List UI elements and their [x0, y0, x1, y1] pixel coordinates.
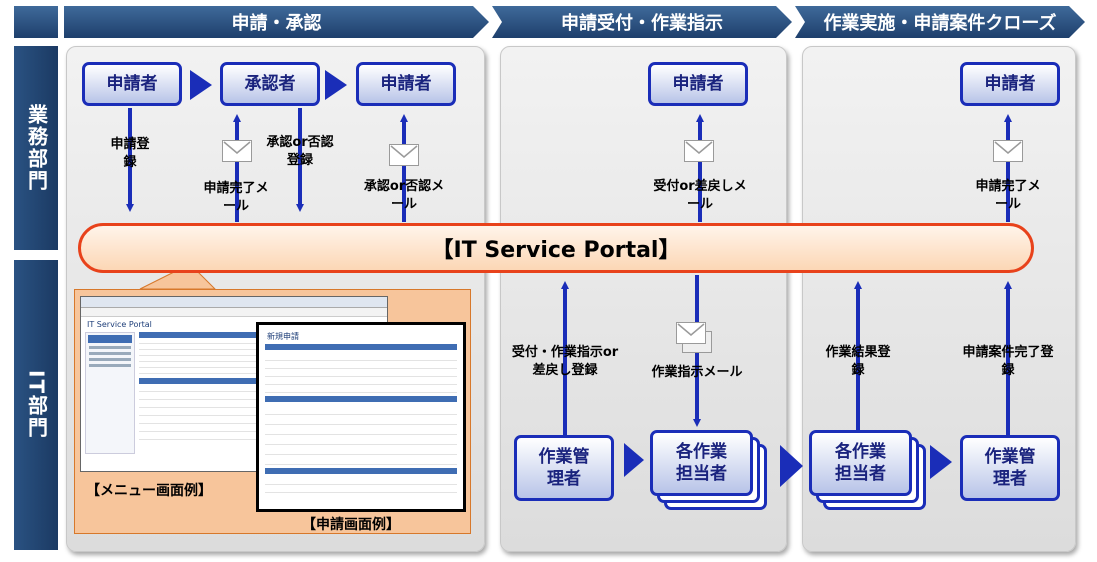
actor-approver: 承認者 — [220, 62, 320, 106]
mail-icon — [389, 144, 419, 166]
mail-icon — [222, 140, 252, 162]
menu-screen-title: IT Service Portal — [87, 320, 152, 329]
label-apply-done-mail: 申請完了メール — [203, 181, 269, 214]
mail-icon — [684, 140, 714, 162]
mail-icon — [676, 322, 706, 344]
actor-applicant: 申請者 — [82, 62, 182, 106]
actor-applicant-close: 申請者 — [960, 62, 1060, 106]
label-accept-register: 受付・作業指示or差戻し登録 — [511, 345, 619, 378]
actor-applicant-result: 申請者 — [356, 62, 456, 106]
label-work-result-register: 作業結果登録 — [825, 345, 891, 378]
label-work-instruction-mail: 作業指示メール — [651, 365, 743, 380]
actor-workers: 各作業担当者 — [650, 430, 753, 496]
label-approve-register: 承認or否認登録 — [266, 135, 334, 168]
menu-screen-caption: 【メニュー画面例】 — [86, 483, 212, 499]
actor-workers-execute: 各作業担当者 — [809, 430, 912, 496]
label-case-done-mail: 申請完了メール — [975, 179, 1041, 212]
phase-header-accept: 申請受付・作業指示 — [492, 6, 792, 38]
label-case-done-register: 申請案件完了登録 — [962, 345, 1054, 378]
row-label-business: 業務部門 — [14, 46, 58, 250]
request-screen-example: 新規申請 — [256, 322, 466, 512]
header-corner — [14, 6, 58, 38]
it-service-portal: 【IT Service Portal】 — [78, 223, 1034, 273]
label-apply-register: 申請登録 — [110, 137, 150, 170]
mail-icon — [993, 140, 1023, 162]
phase-header-execute: 作業実施・申請案件クローズ — [795, 6, 1085, 38]
row-label-it: IT部門 — [14, 260, 58, 550]
label-approve-mail: 承認or否認メール — [363, 179, 445, 212]
actor-work-manager: 作業管理者 — [514, 435, 614, 501]
portal-title: 【IT Service Portal】 — [431, 238, 681, 263]
request-screen-caption: 【申請画面例】 — [302, 517, 400, 533]
actor-work-manager-close: 作業管理者 — [960, 435, 1060, 501]
phase-header-apply: 申請・承認 — [64, 6, 489, 38]
label-accept-mail: 受付or差戻しメール — [653, 179, 747, 212]
request-screen-title: 新規申請 — [267, 332, 299, 341]
actor-applicant-accept: 申請者 — [648, 62, 748, 106]
